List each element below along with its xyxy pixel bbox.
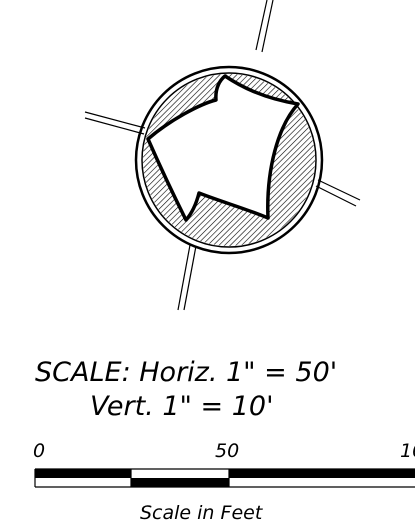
north-arrow-inner-circle — [141, 72, 317, 248]
scale-caption: Scale in Feet — [140, 502, 264, 524]
scale-bar-segment-2 — [131, 478, 229, 487]
scale-horizontal-text: SCALE: Horiz. 1" = 50' — [35, 357, 337, 388]
scale-bar-segment-3 — [229, 469, 415, 478]
scale-tick-50: 50 — [215, 440, 239, 462]
scale-bar — [34, 468, 415, 488]
scale-tick-0: 0 — [33, 440, 45, 462]
north-arrow-ticks — [84, 0, 361, 311]
north-arrow-pointer — [146, 74, 300, 222]
north-arrow-outer-circle — [134, 65, 324, 255]
scale-bar-segment-1 — [35, 469, 131, 478]
scale-vertical-text: Vert. 1" = 10' — [90, 391, 274, 422]
north-arrow-icon — [84, 0, 361, 311]
scale-tick-100: 10 — [400, 440, 415, 462]
